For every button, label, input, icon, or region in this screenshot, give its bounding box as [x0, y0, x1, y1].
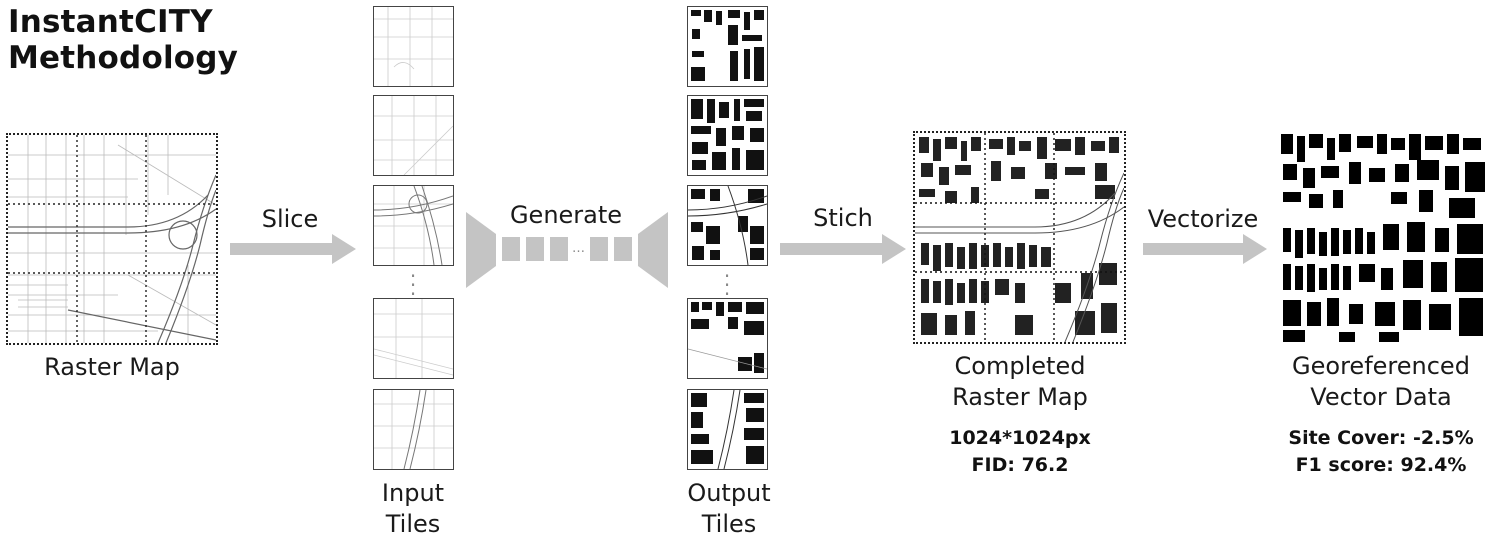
- input-tile-2: [373, 95, 454, 176]
- completed-map-label: Completed Raster Map: [900, 351, 1140, 413]
- output-tile-5: [687, 389, 768, 470]
- vector-metrics: Site Cover: -2.5% F1 score: 92.4%: [1262, 425, 1500, 479]
- completed-map-panel: [913, 131, 1126, 344]
- input-tile-4: [373, 298, 454, 379]
- latent-block-4: [590, 237, 608, 261]
- input-tiles-label: Input Tiles: [363, 478, 463, 540]
- vector-data-image: [1281, 134, 1485, 342]
- stich-arrow: [780, 234, 906, 264]
- decoder-block: [638, 212, 668, 288]
- svg-text:…: …: [572, 241, 585, 256]
- input-tile-1: [373, 6, 454, 87]
- output-tiles-line-2: Tiles: [701, 510, 757, 538]
- title-line-1: InstantCITY: [8, 4, 213, 40]
- title-line-2: Methodology: [8, 40, 239, 76]
- stich-label: Stich: [813, 204, 873, 232]
- completed-metrics: 1024*1024px FID: 76.2: [900, 425, 1140, 479]
- raster-map-label: Raster Map: [44, 353, 180, 381]
- slice-label: Slice: [261, 205, 319, 233]
- vector-line-2: Vector Data: [1310, 383, 1452, 411]
- site-cover-metric: Site Cover: -2.5%: [1288, 427, 1474, 449]
- f1-score-metric: F1 score: 92.4%: [1295, 454, 1467, 476]
- raster-map-panel: [6, 133, 218, 345]
- completed-map-image: [915, 133, 1124, 342]
- output-tile-4: [687, 298, 768, 379]
- generate-label: Generate: [509, 201, 623, 229]
- output-tiles-line-1: Output: [687, 479, 771, 507]
- vectorize-label: Vectorize: [1147, 205, 1259, 233]
- input-tile-5: [373, 389, 454, 470]
- completed-line-2: Raster Map: [952, 383, 1088, 411]
- output-tiles-ellipsis: ···: [723, 264, 731, 306]
- diagram-title: InstantCITY Methodology: [8, 4, 238, 76]
- resolution-metric: 1024*1024px: [949, 427, 1091, 449]
- vector-data-panel: [1279, 132, 1491, 344]
- latent-block-5: [614, 237, 632, 261]
- input-tiles-line-1: Input: [381, 479, 445, 507]
- output-tiles-label: Output Tiles: [677, 478, 781, 540]
- vector-data-label: Georeferenced Vector Data: [1262, 351, 1500, 413]
- output-tile-1: [687, 6, 768, 87]
- input-tile-3: [373, 185, 454, 266]
- generator-network: …: [466, 212, 668, 288]
- vector-line-1: Georeferenced: [1292, 352, 1470, 380]
- output-tile-2: [687, 95, 768, 176]
- completed-line-1: Completed: [954, 352, 1086, 380]
- raster-map-image: [8, 135, 216, 343]
- input-tiles-ellipsis: ···: [409, 264, 417, 306]
- latent-block-2: [526, 237, 544, 261]
- fid-metric: FID: 76.2: [971, 454, 1069, 476]
- encoder-block: [466, 212, 496, 288]
- slice-arrow: [230, 234, 356, 264]
- output-tile-3: [687, 185, 768, 266]
- input-tiles-line-2: Tiles: [385, 510, 441, 538]
- latent-block-1: [502, 237, 520, 261]
- latent-block-3: [550, 237, 568, 261]
- vectorize-arrow: [1143, 234, 1267, 264]
